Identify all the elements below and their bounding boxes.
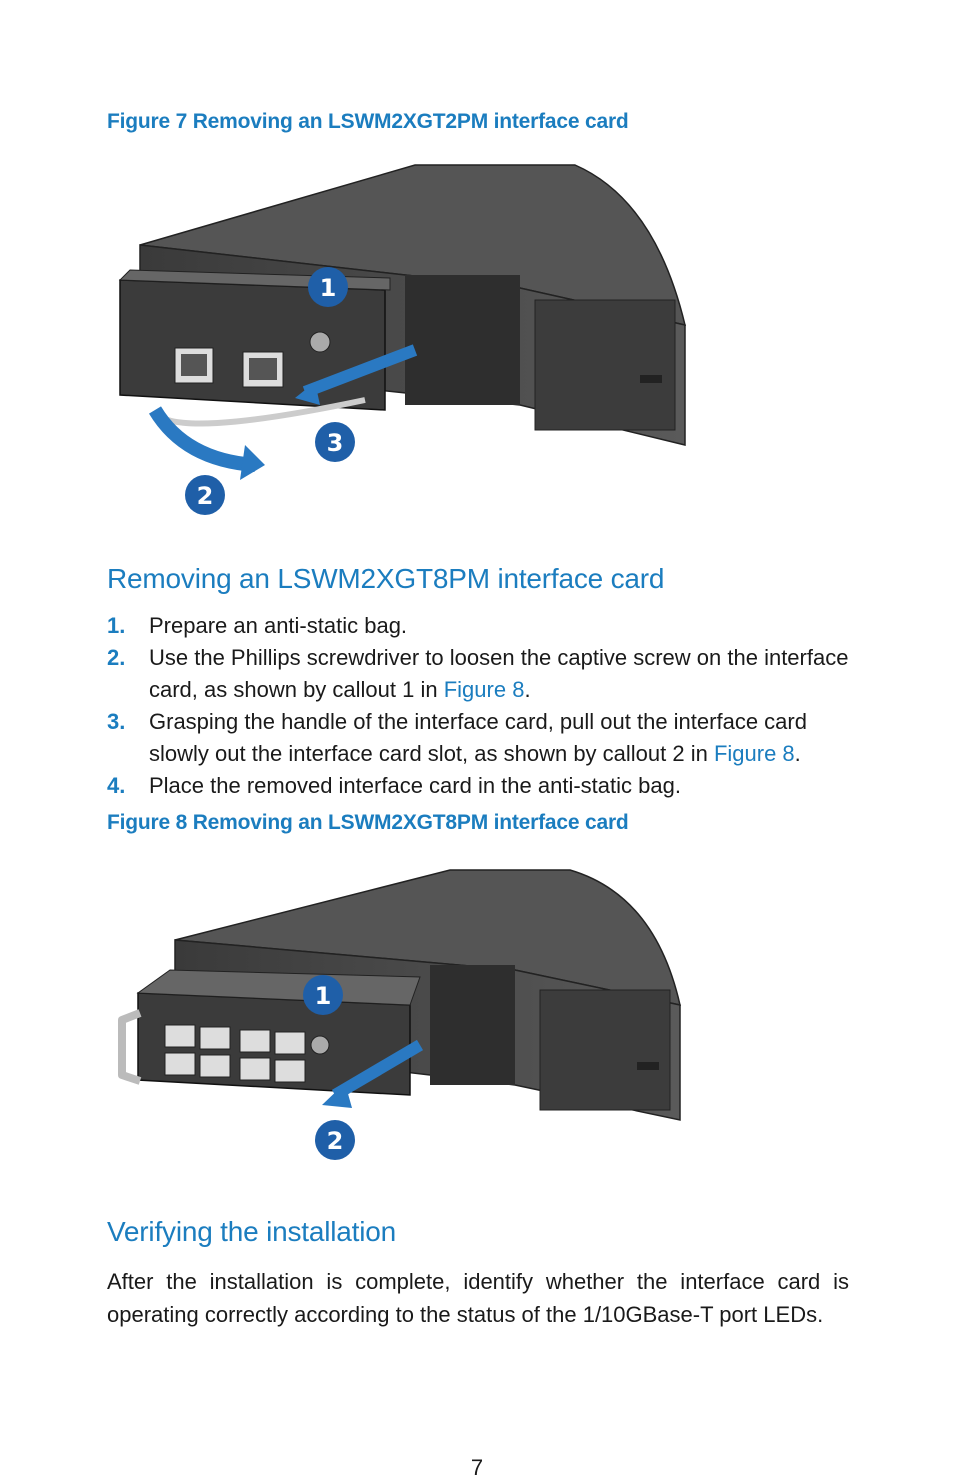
step-text-end: .: [794, 741, 801, 766]
step-number: 3.: [107, 709, 126, 734]
figure-7-callout-3: 3: [315, 422, 355, 462]
step-text: Grasping the handle of the interface car…: [149, 709, 807, 766]
step-item: 1. Prepare an anti-static bag.: [107, 610, 857, 642]
step-item: 4. Place the removed interface card in t…: [107, 770, 857, 802]
svg-text:3: 3: [327, 429, 344, 457]
figure-8-callout-2: 2: [315, 1120, 355, 1160]
section-heading-verifying: Verifying the installation: [107, 1216, 396, 1247]
step-text: Prepare an anti-static bag.: [149, 613, 408, 638]
figure-7-caption: Figure 7 Removing an LSWM2XGT2PM interfa…: [107, 110, 629, 133]
svg-text:2: 2: [327, 1127, 344, 1155]
step-item: 2. Use the Phillips screwdriver to loose…: [107, 642, 857, 706]
figure-8-caption: Figure 8 Removing an LSWM2XGT8PM interfa…: [107, 811, 629, 834]
step-number: 2.: [107, 645, 126, 670]
figure-8-link[interactable]: Figure 8: [713, 741, 795, 766]
step-list: 1. Prepare an anti-static bag. 2. Use th…: [107, 610, 857, 802]
figure-8-illustration: 1 2: [118, 869, 681, 1160]
step-number: 4.: [107, 773, 126, 798]
step-text: Place the removed interface card in the …: [149, 773, 681, 798]
step-number: 1.: [107, 613, 126, 638]
figure-8-link[interactable]: Figure 8: [443, 677, 525, 702]
verification-paragraph: After the installation is complete, iden…: [107, 1269, 849, 1327]
step-item: 3. Grasping the handle of the interface …: [107, 706, 857, 770]
page-number: 7: [470, 1455, 484, 1480]
svg-text:1: 1: [315, 982, 332, 1010]
step-text: Use the Phillips screwdriver to loosen t…: [149, 645, 849, 702]
step-text-end: .: [524, 677, 531, 702]
figure-7-callout-1: 1: [308, 267, 348, 307]
figure-7-callout-2: 2: [185, 475, 225, 515]
figure-7-illustration: 1 3 2: [118, 164, 687, 515]
figure-8-callout-1: 1: [303, 975, 343, 1015]
svg-text:2: 2: [197, 482, 214, 510]
section-heading-removing: Removing an LSWM2XGT8PM interface card: [107, 563, 665, 594]
svg-text:1: 1: [320, 274, 337, 302]
